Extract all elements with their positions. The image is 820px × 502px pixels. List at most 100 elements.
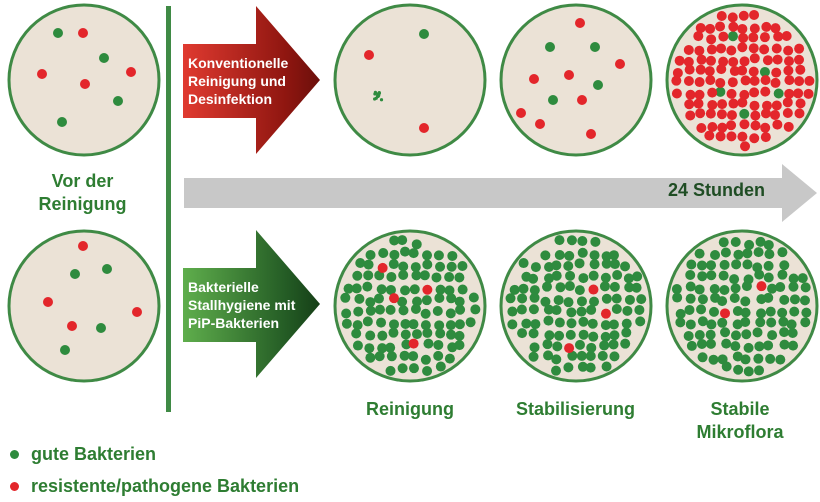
good-bacterium — [718, 270, 729, 281]
good-bacterium — [788, 281, 799, 292]
bad-bacterium — [727, 77, 738, 88]
bad-bacterium — [783, 65, 794, 76]
conventional-arrow-text: Konventionelle Reinigung und Desinfektio… — [188, 55, 289, 107]
dish-outline — [7, 229, 161, 383]
bad-bacterium — [671, 88, 682, 99]
good-bacterium — [530, 262, 541, 273]
bad-bacterium — [759, 32, 770, 43]
good-bacterium — [585, 362, 596, 373]
good-bacterium — [775, 354, 786, 365]
good-bacterium — [588, 331, 599, 342]
good-bacterium — [435, 284, 446, 295]
good-bacterium — [755, 317, 766, 328]
good-bacterium — [632, 271, 643, 282]
good-bacterium — [706, 270, 717, 281]
good-bacterium — [694, 284, 705, 295]
good-bacterium — [374, 351, 385, 362]
good-bacterium — [731, 259, 742, 270]
good-bacterium — [542, 339, 553, 350]
bad-bacterium — [364, 50, 374, 60]
good-bacterium — [446, 261, 457, 272]
bad-bacterium — [749, 23, 760, 34]
bad-bacterium — [771, 100, 782, 111]
good-bacterium — [706, 319, 717, 330]
good-bacterium — [554, 235, 565, 246]
good-bacterium — [709, 283, 720, 294]
good-bacterium — [352, 270, 363, 281]
good-bacterium — [719, 284, 730, 295]
good-bacterium — [341, 308, 352, 319]
bad-bacterium — [784, 56, 795, 67]
bad-bacterium — [78, 241, 88, 251]
good-bacterium — [608, 319, 619, 330]
good-bacterium — [446, 293, 457, 304]
bad-bacterium — [696, 122, 707, 133]
good-bacterium — [697, 294, 708, 305]
residual-bacterium — [376, 94, 381, 98]
bad-bacterium — [588, 284, 599, 295]
dish-conv-1 — [333, 3, 487, 157]
good-bacterium — [752, 327, 763, 338]
legend-bad-label: resistente/pathogene Bakterien — [31, 476, 300, 496]
good-bacterium — [354, 293, 365, 304]
good-bacterium — [589, 250, 600, 261]
good-bacterium — [554, 249, 565, 260]
good-bacterium — [576, 350, 587, 361]
bad-bacterium — [737, 23, 748, 34]
good-bacterium — [586, 342, 597, 353]
good-bacterium — [763, 260, 774, 271]
good-bacterium — [554, 330, 565, 341]
bad-bacterium — [694, 77, 705, 88]
good-bacterium — [631, 282, 642, 293]
bad-bacterium — [671, 75, 682, 86]
bad-bacterium — [615, 59, 625, 69]
timeline-arrow — [184, 164, 817, 222]
residual-bacterium — [373, 90, 378, 95]
good-bacterium — [718, 237, 729, 248]
good-bacterium — [400, 329, 411, 340]
good-bacteria-dot-icon — [10, 450, 19, 459]
good-bacterium — [385, 365, 396, 376]
good-bacterium — [96, 323, 106, 333]
bad-bacteria-dot-icon — [10, 482, 19, 491]
bad-bacterium — [695, 64, 706, 75]
good-bacterium — [754, 341, 765, 352]
bad-bacterium — [781, 31, 792, 42]
good-bacterium — [622, 305, 633, 316]
bad-bacterium — [716, 10, 727, 21]
good-bacterium — [620, 338, 631, 349]
bad-bacterium — [795, 98, 806, 109]
good-bacterium — [742, 259, 753, 270]
good-bacterium — [352, 340, 363, 351]
good-bacterium — [620, 261, 631, 272]
good-bacterium — [765, 353, 776, 364]
good-bacterium — [564, 281, 575, 292]
bad-bacterium — [535, 119, 545, 129]
bad-bacterium — [683, 76, 694, 87]
good-bacterium — [789, 306, 800, 317]
bad-bacterium — [529, 74, 539, 84]
good-bacterium — [435, 328, 446, 339]
residual-bacterium — [377, 91, 381, 95]
good-bacterium — [611, 293, 622, 304]
good-bacterium — [779, 339, 790, 350]
good-bacterium — [574, 339, 585, 350]
good-bacterium — [444, 285, 455, 296]
good-bacterium — [684, 304, 695, 315]
good-bacterium — [779, 260, 790, 271]
good-bacterium — [741, 329, 752, 340]
good-bacterium — [705, 329, 716, 340]
good-bacterium — [729, 274, 740, 285]
good-bacterium — [564, 250, 575, 261]
good-bacterium — [435, 361, 446, 372]
good-bacterium — [401, 339, 412, 350]
good-bacterium — [410, 304, 421, 315]
good-bacterium — [421, 295, 432, 306]
bad-bacterium — [78, 28, 88, 38]
dish-before-top — [7, 3, 161, 157]
good-bacterium — [70, 269, 80, 279]
good-bacterium — [386, 271, 397, 282]
bacterial-arrow — [183, 230, 320, 378]
good-bacterium — [743, 342, 754, 353]
